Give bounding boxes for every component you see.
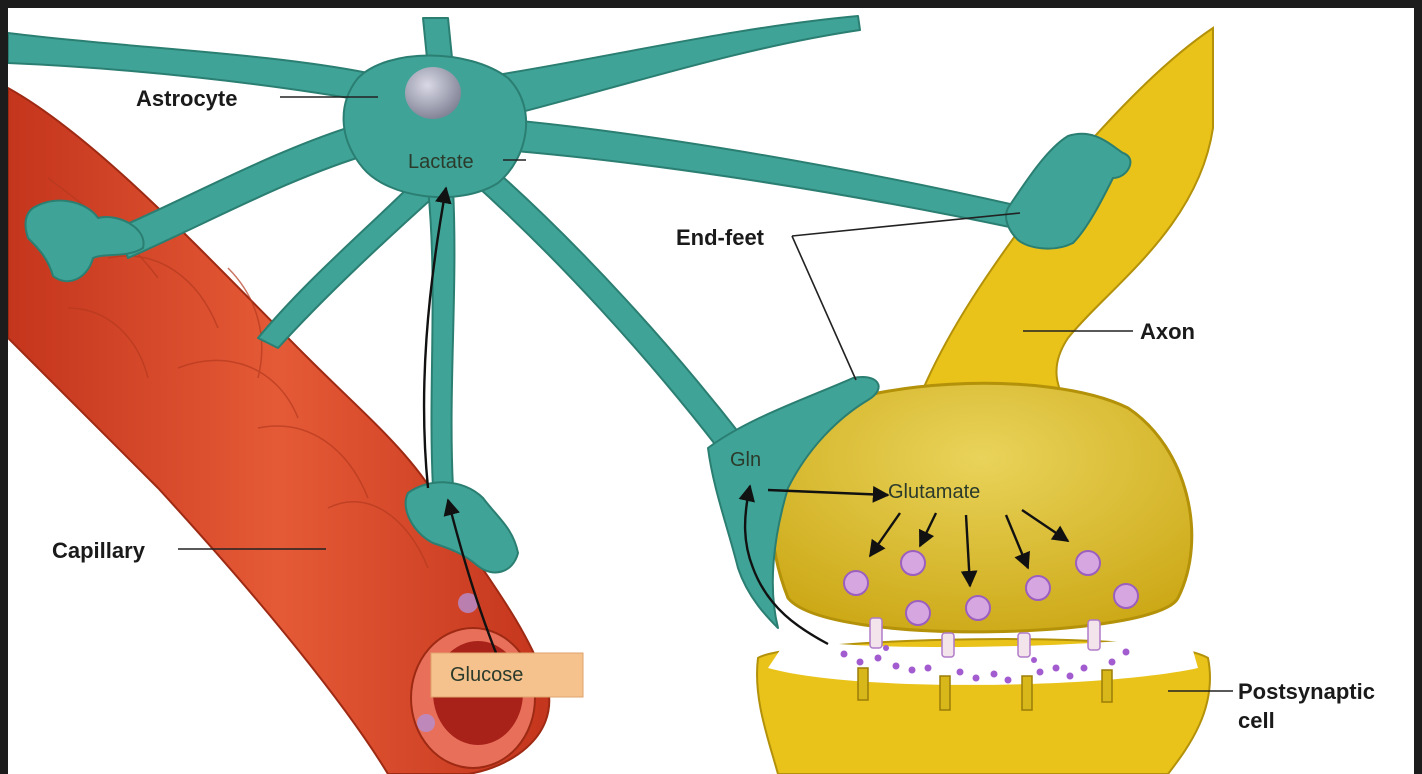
gln-label: Gln <box>730 449 761 471</box>
glucose-label: Glucose <box>450 664 523 686</box>
astrocyte-process <box>478 118 1038 233</box>
release-site <box>1088 620 1100 650</box>
receptor <box>940 676 950 710</box>
end-feet-leader-top <box>792 213 1020 236</box>
receptor <box>1022 676 1032 710</box>
release-site <box>870 618 882 648</box>
axon-label: Axon <box>1140 319 1195 344</box>
vesicle <box>1114 584 1138 608</box>
vesicle <box>901 551 925 575</box>
postsynaptic-label-line1: Postsynaptic <box>1238 679 1375 704</box>
release-site <box>1018 633 1030 657</box>
lactate-label: Lactate <box>408 151 474 173</box>
astrocyte-neuron-diagram: Astrocyte Lactate End-feet Axon Gln Glut… <box>8 8 1414 774</box>
receptor <box>858 668 868 700</box>
capillary-particle <box>417 714 435 732</box>
astrocyte-process <box>468 168 743 448</box>
astrocyte-nucleus <box>405 67 461 119</box>
postsynaptic-label-line2: cell <box>1238 708 1275 733</box>
astrocyte-process <box>258 178 438 348</box>
end-feet-leader-bottom <box>792 236 856 380</box>
diagram-frame: Astrocyte Lactate End-feet Axon Gln Glut… <box>8 8 1414 774</box>
astrocyte-process <box>428 188 454 488</box>
capillary-label: Capillary <box>52 538 146 563</box>
vesicle <box>1026 576 1050 600</box>
astrocyte-process <box>478 16 860 118</box>
vesicle <box>966 596 990 620</box>
vesicle <box>844 571 868 595</box>
release-site <box>942 633 954 657</box>
vesicle <box>1076 551 1100 575</box>
astrocyte-label: Astrocyte <box>136 86 237 111</box>
glutamate-label: Glutamate <box>888 481 980 503</box>
vesicle <box>906 601 930 625</box>
astrocyte-process <box>118 123 373 258</box>
end-feet-label: End-feet <box>676 225 765 250</box>
receptor <box>1102 670 1112 702</box>
